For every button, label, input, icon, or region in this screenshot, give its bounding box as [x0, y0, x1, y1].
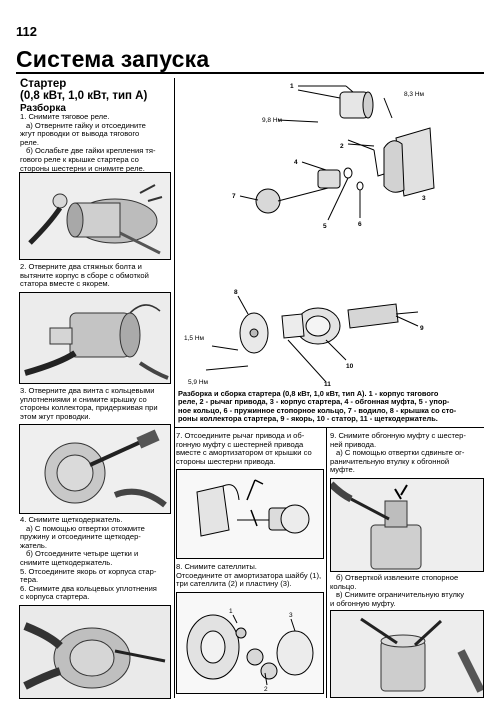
- callout-7: 7: [232, 193, 236, 200]
- step9-line: а) С помощью отвертки сдвиньте ог-: [336, 448, 465, 458]
- starter-exploded-diagram: 1 2 3 4 5 6 7 8 9 10 11 8,3 Нм 9,8 Нм 1,…: [178, 78, 440, 388]
- photo-brush-holder: [19, 605, 171, 699]
- step7-text: 7. Отсоедините рычаг привода и об- гонну…: [176, 431, 324, 466]
- step7-line: гонную муфту с шестерней привода: [176, 439, 304, 449]
- column-divider-right: [326, 428, 327, 698]
- step4-line: пружину и отсоедините щеткодер-: [20, 532, 141, 542]
- callout-8: 8: [234, 289, 238, 296]
- step9-line: 9. Снимите обгонную муфту с шестер-: [330, 431, 466, 440]
- step6-line: с корпуса стартера.: [20, 592, 90, 602]
- torque-label-9-8: 9,8 Нм: [262, 117, 283, 124]
- step4-line: снимите щеткодержатель.: [20, 557, 113, 567]
- step3-line: уплотнениями и снимите крышку со: [20, 394, 147, 404]
- step1-text: 1. Снимите тяговое реле. а) Отверните га…: [20, 112, 170, 173]
- step1-line: стороны шестерни и снимите реле.: [20, 163, 145, 173]
- step1-line: 1. Снимите тяговое реле.: [20, 112, 110, 121]
- caption-line: роны коллектора стартера, 9 - якорь, 10 …: [178, 414, 438, 424]
- step9b-line: в) Снимите ограничительную втулку: [336, 590, 465, 600]
- step2-line: вытяните корпус в сборе с обмоткой: [20, 270, 149, 280]
- step3-line: этом жгут проводки.: [20, 411, 91, 421]
- step9b-line: кольцо.: [330, 581, 357, 591]
- callout-1: 1: [290, 83, 294, 90]
- step9-line: раничительную втулку к обгонной: [330, 456, 450, 466]
- retaining-sleeve-illustration: [331, 479, 483, 571]
- fig8-label-3: 3: [289, 612, 293, 619]
- step9-line: ней привода.: [330, 439, 377, 449]
- step9b-text: б) Отверткой извлеките стопорное кольцо.…: [330, 573, 484, 608]
- step3-line: 3. Отверните два винта с кольцевыми: [20, 386, 155, 395]
- page-number: 112: [16, 24, 37, 39]
- step1-line: жгут проводки от вывода тягового: [20, 129, 140, 139]
- photo-relay-removal: [19, 172, 171, 260]
- photo-housing-removal: [19, 292, 171, 384]
- step9b-line: б) Отверткой извлеките стопорное: [336, 573, 459, 582]
- caption-line: ное кольцо, 6 - пружинное стопорное коль…: [178, 405, 457, 415]
- step8-line: 8. Снимите сателлиты.: [176, 562, 257, 571]
- step9-line: муфте.: [330, 465, 355, 475]
- caption-rule: [174, 427, 484, 428]
- caption-line: реле, 2 - рычаг привода, 3 - корпус стар…: [178, 397, 450, 407]
- section-heading: Стартер (0,8 кВт, 1,0 кВт, тип А) Разбор…: [20, 78, 170, 115]
- callout-2: 2: [340, 143, 344, 150]
- callout-6: 6: [358, 221, 362, 228]
- brush-holder-illustration: [20, 606, 170, 698]
- step7-line: стороны шестерни привода.: [176, 456, 276, 466]
- callout-11: 11: [324, 381, 331, 388]
- step5-line: тера.: [20, 575, 39, 585]
- diagram-caption: Разборка и сборка стартера (0,8 кВт, 1,0…: [178, 389, 484, 424]
- snap-ring-illustration: [331, 611, 483, 697]
- torque-label-1-5: 1,5 Нм: [184, 335, 205, 342]
- housing-removal-illustration: [20, 293, 170, 383]
- step7-line: вместе с амортизатором от крышки со: [176, 448, 312, 458]
- step4-line: а) С помощью отвертки отожмите: [26, 523, 145, 533]
- section-heading-line1: Стартер: [20, 78, 67, 90]
- figure-planet-gears: 1 2 3: [176, 592, 324, 694]
- step1-line: реле.: [20, 137, 39, 147]
- fig8-label-1: 1: [229, 608, 233, 615]
- callout-10: 10: [346, 363, 354, 370]
- callout-4: 4: [294, 159, 298, 166]
- planet-gears-illustration: 1 2 3: [186, 608, 314, 693]
- photo-snap-ring: [330, 610, 484, 698]
- step7-line: 7. Отсоедините рычаг привода и об-: [176, 431, 305, 440]
- step4-6-text: 4. Снимите щеткодержатель. а) С помощью …: [20, 515, 170, 602]
- step6-line: 6. Снимите два кольцевых уплотнения: [20, 583, 157, 593]
- section-subheading: Разборка: [20, 103, 66, 114]
- title-rule: [16, 72, 484, 74]
- relay-removal-illustration: [20, 173, 170, 259]
- step3-line: стороны коллектора, придерживая при: [20, 403, 158, 413]
- fig8-label-2: 2: [264, 686, 268, 693]
- step8-line: три сателлита (2) и пластину (3).: [176, 579, 292, 589]
- step1-line: а) Отверните гайку и отсоедините: [26, 120, 146, 130]
- figure-lever-clutch: [176, 469, 324, 559]
- column-divider: [174, 78, 175, 698]
- step4-line: б) Отсоедините четыре щетки и: [26, 549, 139, 559]
- exploded-view-svg: 1 2 3 4 5 6 7 8 9 10 11 8,3 Нм 9,8 Нм 1,…: [184, 83, 435, 388]
- step3-text: 3. Отверните два винта с кольцевыми упло…: [20, 386, 170, 421]
- step9-text: 9. Снимите обгонную муфту с шестер- ней …: [330, 431, 484, 475]
- torque-label-8-3: 8,3 Нм: [404, 91, 425, 98]
- callout-5: 5: [323, 223, 327, 230]
- torque-label-5-9: 5,9 Нм: [188, 379, 209, 386]
- section-heading-line2: (0,8 кВт, 1,0 кВт, тип А): [20, 90, 148, 102]
- step5-line: 5. Отсоедините якорь от корпуса стар-: [20, 566, 157, 576]
- step9b-line: и обгонную муфту.: [330, 598, 396, 608]
- cover-removal-illustration: [20, 425, 170, 513]
- caption-line: Разборка и сборка стартера (0,8 кВт, 1,0…: [178, 389, 439, 398]
- photo-retaining-sleeve: [330, 478, 484, 572]
- step4-line: 4. Снимите щеткодержатель.: [20, 515, 123, 524]
- step2-line: 2. Отверните два стяжных болта и: [20, 262, 142, 271]
- step2-text: 2. Отверните два стяжных болта и вытянит…: [20, 262, 170, 289]
- photo-cover-removal: [19, 424, 171, 514]
- lever-clutch-illustration: [196, 479, 310, 537]
- step4-line: жатель.: [20, 540, 47, 550]
- step8-line: Отсоедините от амортизатора шайбу (1),: [176, 570, 322, 580]
- step1-line: гового реле к крышке стартера со: [20, 154, 139, 164]
- step2-line: статора вместе с якорем.: [20, 279, 110, 289]
- step1-line: б) Ослабьте две гайки крепления тя-: [26, 146, 156, 156]
- callout-3: 3: [422, 195, 426, 202]
- page-title: Система запуска: [16, 46, 210, 72]
- step8-text: 8. Снимите сателлиты. Отсоедините от амо…: [176, 562, 324, 589]
- callout-9: 9: [420, 325, 424, 332]
